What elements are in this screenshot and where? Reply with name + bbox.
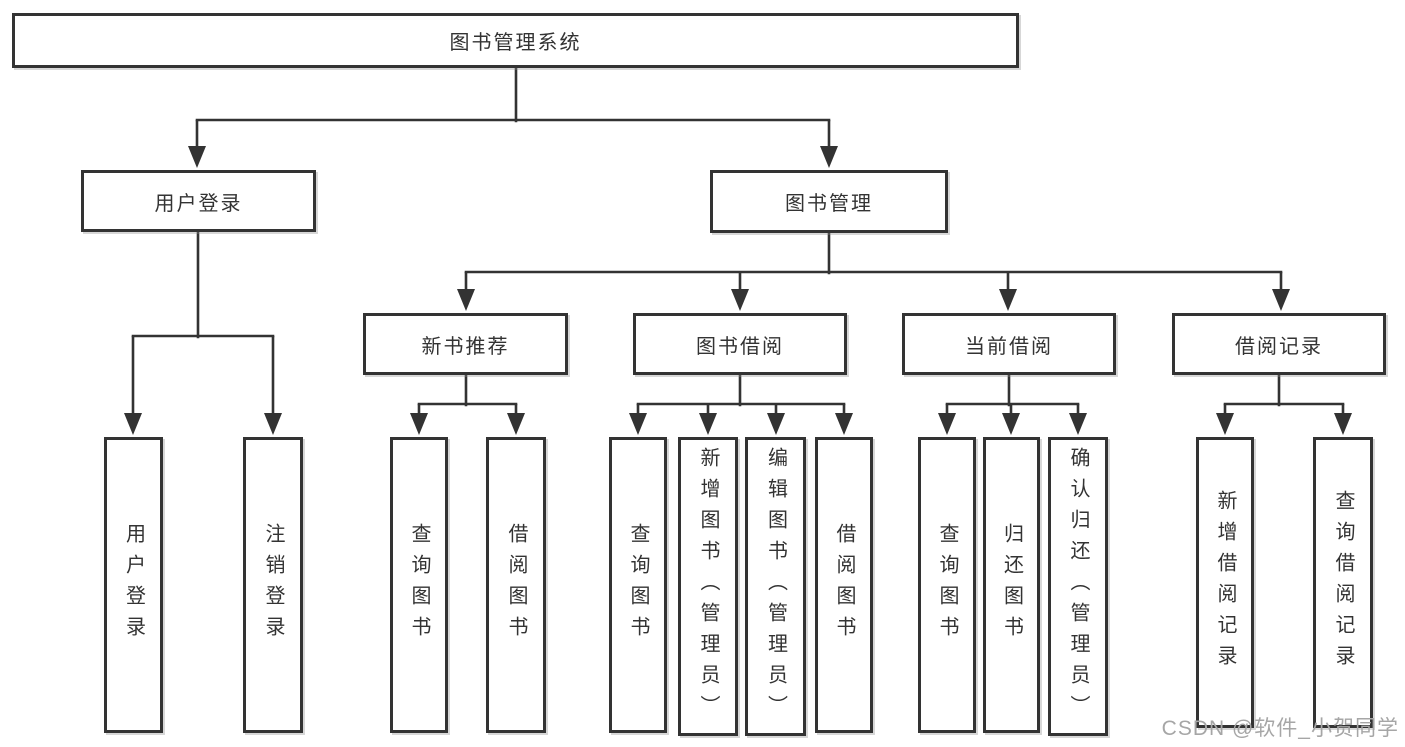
node-root: 图书管理系统 xyxy=(12,13,1019,68)
leaf-recommend-borrow-books: 借阅图书 xyxy=(486,437,546,733)
connector-lines xyxy=(131,66,1345,407)
leaf-user-login: 用户登录 xyxy=(104,437,163,733)
node-borrowing-records: 借阅记录 xyxy=(1172,313,1386,375)
arrowheads xyxy=(124,146,1352,435)
leaf-add-borrowing-record: 新增借阅记录 xyxy=(1196,437,1254,728)
node-book-management: 图书管理 xyxy=(710,170,948,233)
arrow-stems xyxy=(131,120,1345,417)
leaf-confirm-return-admin: 确认归还（管理员） xyxy=(1048,437,1108,736)
node-user-login: 用户登录 xyxy=(81,170,316,232)
leaf-current-query-books: 查询图书 xyxy=(918,437,976,733)
leaf-query-borrowing-record: 查询借阅记录 xyxy=(1313,437,1373,728)
leaf-borrowing-query-books: 查询图书 xyxy=(609,437,667,733)
leaf-recommend-query-books: 查询图书 xyxy=(390,437,448,733)
leaf-add-books-admin: 新增图书（管理员） xyxy=(678,437,738,736)
node-new-book-recommend: 新书推荐 xyxy=(363,313,568,375)
leaf-borrowing-borrow-books: 借阅图书 xyxy=(815,437,873,733)
leaf-logout: 注销登录 xyxy=(243,437,303,733)
leaf-edit-books-admin: 编辑图书（管理员） xyxy=(745,437,806,736)
node-current-borrowing: 当前借阅 xyxy=(902,313,1116,375)
node-book-borrowing: 图书借阅 xyxy=(633,313,847,375)
leaf-return-books: 归还图书 xyxy=(983,437,1040,733)
